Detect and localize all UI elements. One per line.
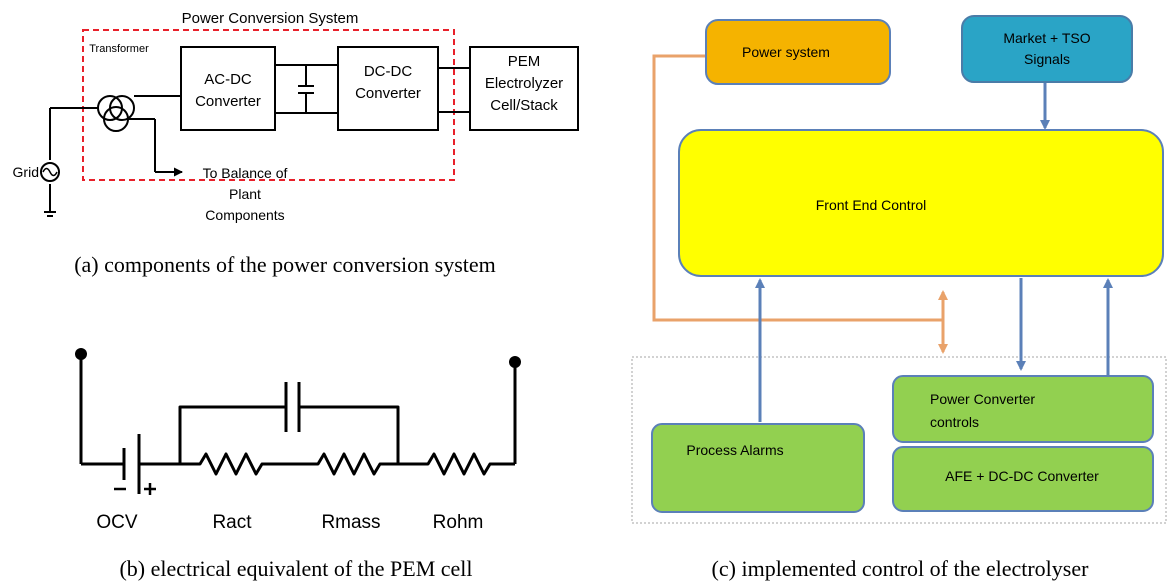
terminal-right [509,356,521,368]
market-tso-box [961,15,1133,83]
acdc-converter-box [180,46,276,131]
bop-label-1: To Balance of [203,165,288,181]
pem-label-3: Cell/Stack [490,97,558,114]
power-system-box [705,19,891,85]
pcs-title: Power Conversion System [182,10,359,27]
label-ocv: OCV [96,512,138,533]
caption-c: (c) implemented control of the electroly… [712,556,1090,581]
panel-c-control: Power system Market + TSO Signals Front … [631,15,1167,581]
pc-controls-label-1: Power Converter [930,391,1035,407]
dcdc-to-pem-wires [438,67,470,113]
pem-equivalent-circuit [79,356,517,494]
bop-label-3: Components [205,207,284,223]
pc-controls-label-2: controls [930,414,979,430]
pem-label-1: PEM [508,53,541,70]
market-label-2: Signals [1024,51,1070,67]
transformer-label: Transformer [89,43,149,55]
pem-label-2: Electrolyzer [485,75,563,92]
transformer-symbol [44,95,183,217]
power-system-label: Power system [742,44,830,60]
ocv-polarity-signs [114,483,156,495]
process-alarms-box [651,423,865,513]
front-end-control-label: Front End Control [816,197,927,213]
market-label-1: Market + TSO [1003,30,1090,46]
pcs-dashed-boundary [82,29,455,181]
terminal-left [75,348,87,360]
power-converter-controls-box [892,375,1154,443]
pem-stack-box [469,46,579,131]
dcdc-label-2: Converter [355,85,421,102]
label-rmass: Rmass [321,512,380,533]
acdc-label-2: Converter [195,93,261,110]
panel-a-diagram: Power Conversion System AC-DC Converter … [13,10,579,277]
power-system-link [652,54,948,354]
caption-a: (a) components of the power conversion s… [74,252,496,277]
label-rohm: Rohm [433,512,484,533]
label-ract: Ract [212,512,252,533]
dc-link-wires [275,64,338,114]
dcdc-converter-box [337,46,439,131]
lower-dotted-region [631,356,1167,524]
afe-dcdc-box [892,446,1154,512]
panel-b-circuit: OCV Ract Rmass Rohm (b) electrical equiv… [75,348,521,581]
bop-label-2: Plant [229,186,261,202]
dcdc-label-1: DC-DC [364,63,412,80]
afe-dcdc-label: AFE + DC-DC Converter [945,468,1099,484]
grid-label: Grid [13,164,39,180]
acdc-label-1: AC-DC [204,71,252,88]
grid-source-icon [40,162,60,182]
front-end-control-box [678,129,1164,277]
signal-arrows [755,82,1113,422]
process-alarms-label: Process Alarms [686,442,783,458]
caption-b: (b) electrical equivalent of the PEM cel… [119,556,472,581]
